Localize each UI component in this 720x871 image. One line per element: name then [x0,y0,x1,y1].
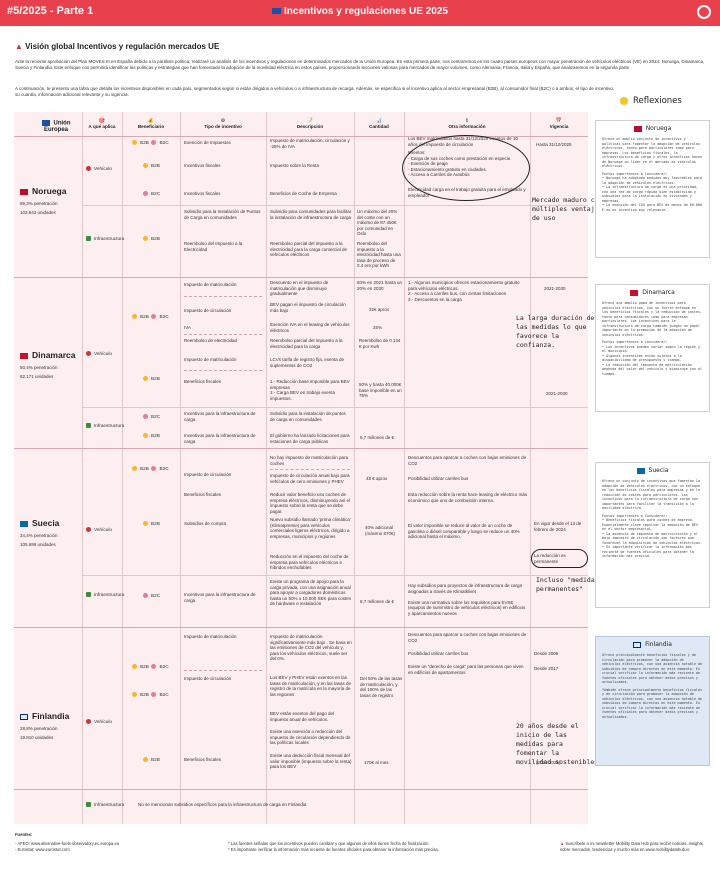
applies-infra: Infraestructura [86,592,124,597]
shopping-icon [151,314,157,319]
applies-infra: Infraestructura [86,236,124,241]
footnote: * Las fuentes señalan que los incentivos… [228,841,430,846]
benef-b2b: B2B [143,376,160,381]
footnote: * Es importante verificar la información… [228,847,439,852]
section-title: ▲ Visión global Incentivos y regulación … [15,42,220,51]
handshake-icon [132,140,137,145]
sweden-flag-icon [20,520,28,527]
col-header-descripcion: 📝Descripción [296,118,324,129]
finland-flag-icon [633,641,642,648]
handshake-icon [132,314,137,319]
brand-logo-icon [697,5,711,19]
benef-b2b-b2c: B2B B2C [132,314,169,319]
handshake-icon [143,521,148,526]
benef-b2b: B2B [143,757,160,762]
car-icon [86,351,91,356]
handshake-icon [132,692,137,697]
col-header-cantidad: 📊Cantidad [369,118,389,129]
benef-b2b: B2B B2C [132,140,169,145]
applies-infra: Infraestructura [86,802,124,807]
lightbulb-icon [620,96,628,105]
benef-b2b-b2c: B2B B2C [132,664,169,669]
denmark-flag-icon [20,352,28,359]
intro-paragraph-2: A continuación, te presento una tabla qu… [15,86,615,97]
benef-b2b: B2B [143,433,160,438]
applies-vehicle: Vehículo [86,166,112,171]
charger-icon [86,592,91,597]
charger-icon [86,236,91,241]
car-icon [86,527,91,532]
applies-vehicle: Vehículo [86,351,112,356]
note-twenty-years: 20 años desde el inicio de las medidas p… [516,722,595,766]
benef-b2c: B2C [143,414,160,419]
shopping-icon [151,140,157,145]
shopping-icon [151,692,157,697]
newsletter-cta[interactable]: ▲ Suscríbete a mi newsletter Mobility Da… [560,841,703,852]
handshake-icon [143,376,148,381]
denmark-flag-icon [630,289,639,296]
charger-icon [86,423,91,428]
shopping-icon [143,191,148,196]
note-permanent: Incluso "medidas permanentes" [536,576,599,593]
handshake-icon [143,757,148,762]
col-header-aque: 🎯A qué aplica [88,118,116,129]
norway-flag-icon [633,125,642,132]
sweden-flag-icon [636,467,645,474]
rocket-icon: ▲ [560,841,565,846]
reflection-card-noruega: Noruega Ofrece un amplio conjunto de inc… [595,120,710,258]
car-icon [86,166,91,171]
applies-vehicle: Vehículo [86,527,112,532]
country-finlandia: Finlandia 28,8% penetración 19.810 unida… [20,711,70,740]
finland-flag-icon [20,713,28,720]
car-icon [86,719,91,724]
benef-b2b: B2B [143,521,160,526]
col-header-tipo: ⚙Tipo de incentivo [204,118,242,129]
issue-label: #5/2025 - Parte 1 [7,5,94,17]
reflections-heading: Reflexiones [620,96,682,106]
shopping-icon [151,664,157,669]
benef-b2b: B2B [143,236,160,241]
source-link[interactable]: - AFEO: www.alternative-fuels-observator… [15,841,120,846]
benef-b2c: B2C [143,191,160,196]
country-dinamarca: Dinamarca 50,4% penetración 82.171 unida… [20,350,76,379]
benef-b2b-b2c: B2B B2C [132,466,169,471]
reflection-card-suecia: Suecia Ofrece un conjunto de incentivos … [595,462,710,608]
country-suecia: Suecia 34,4% penetración 105.698 unidade… [20,518,60,547]
note-long-duration: La larga duración de las medidas lo que … [516,314,595,349]
sources-title: Fuentes: [15,832,33,837]
shopping-icon [143,593,148,598]
shopping-icon [151,466,157,471]
handshake-icon [143,433,148,438]
reflection-card-finlandia: Finlandia Ofrece principalmente benefici… [595,636,710,766]
benef-b2b-b2c: B2B B2C [132,692,169,697]
incentives-table [14,112,588,824]
col-header-union: Unión Europea [30,120,82,144]
benef-b2b: B2B [143,163,160,168]
handshake-icon [143,236,148,241]
source-link[interactable]: - Eurostat: www.eurostat.com [15,847,70,852]
col-header-vigencia: 📅Vigencia [549,118,569,129]
country-noruega: Noruega 89,3% penetración 103.843 unidad… [20,186,67,215]
applies-infra: Infraestructura [86,423,124,428]
col-header-beneficiario: 💰Beneficiario [137,118,165,129]
applies-vehicle: Vehículo [86,719,112,724]
note-mature-market: Mercado maduro con múltiples ventajas de… [532,196,603,222]
banner-title: Incentivos y regulaciones UE 2025 [0,6,720,17]
norway-flag-icon [20,188,28,195]
handshake-icon [143,163,148,168]
benef-b2c: B2C [143,593,160,598]
eu-flag-icon [41,120,50,126]
annotation-circle [531,549,588,568]
top-banner: #5/2025 - Parte 1 Incentivos y regulacio… [0,0,720,26]
handshake-icon [132,664,137,669]
eu-flag-icon [272,8,282,15]
annotation-circle [402,135,530,201]
intro-paragraph-1: Ante la reciente aprobación del Plan MOV… [15,59,705,70]
shopping-icon [143,414,148,419]
handshake-icon [132,466,137,471]
reflection-card-dinamarca: Dinamarca Ofrece una amplia gama de ince… [595,284,710,412]
charger-icon [86,802,91,807]
